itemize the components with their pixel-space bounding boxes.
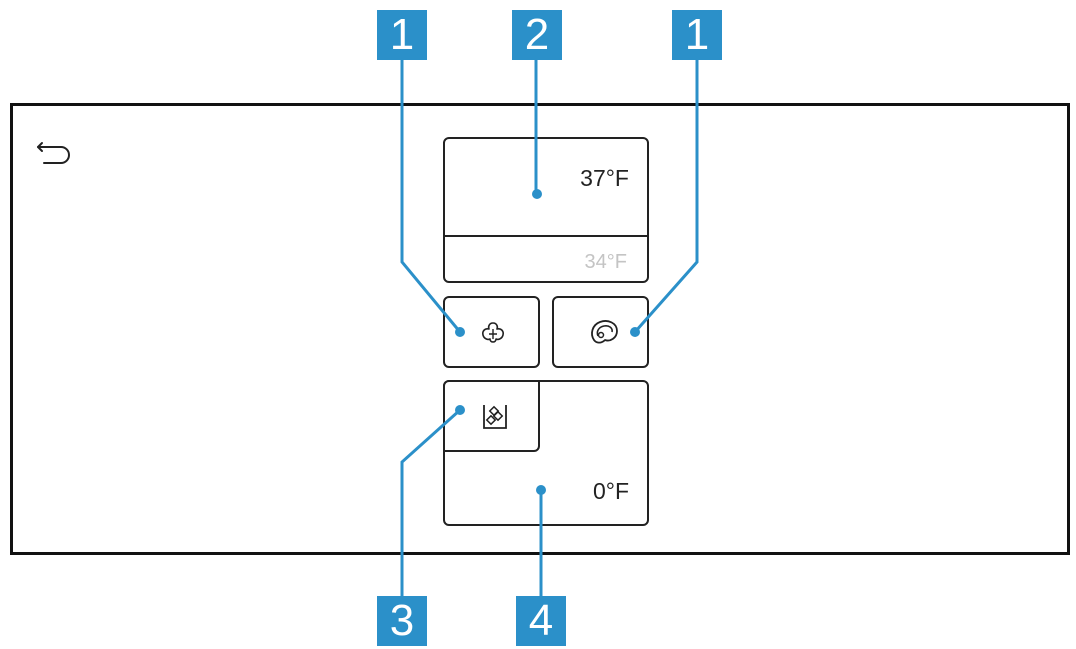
- ice-maker-button[interactable]: [443, 380, 540, 452]
- vegetable-mode-button[interactable]: [443, 296, 540, 368]
- meat-mode-button[interactable]: [552, 296, 649, 368]
- freezer-temperature-panel[interactable]: 0°F: [443, 380, 649, 526]
- fridge-temperature: 37°F: [580, 165, 629, 191]
- fridge-secondary-temperature: 34°F: [584, 251, 627, 273]
- back-arrow-icon: [37, 142, 70, 164]
- back-button[interactable]: [36, 137, 76, 167]
- freezer-temperature: 0°F: [592, 478, 629, 504]
- fridge-divider: [445, 235, 647, 237]
- ice-cubes-icon: [483, 405, 507, 429]
- meat-icon: [591, 320, 618, 344]
- callout-label-1-right: 1: [672, 10, 722, 60]
- callout-label-4: 4: [516, 596, 566, 646]
- callout-label-3: 3: [377, 596, 427, 646]
- callout-label-2: 2: [512, 10, 562, 60]
- callout-label-1-left: 1: [377, 10, 427, 60]
- fridge-temperature-panel[interactable]: 37°F 34°F: [443, 137, 649, 283]
- vegetable-icon: [482, 322, 504, 343]
